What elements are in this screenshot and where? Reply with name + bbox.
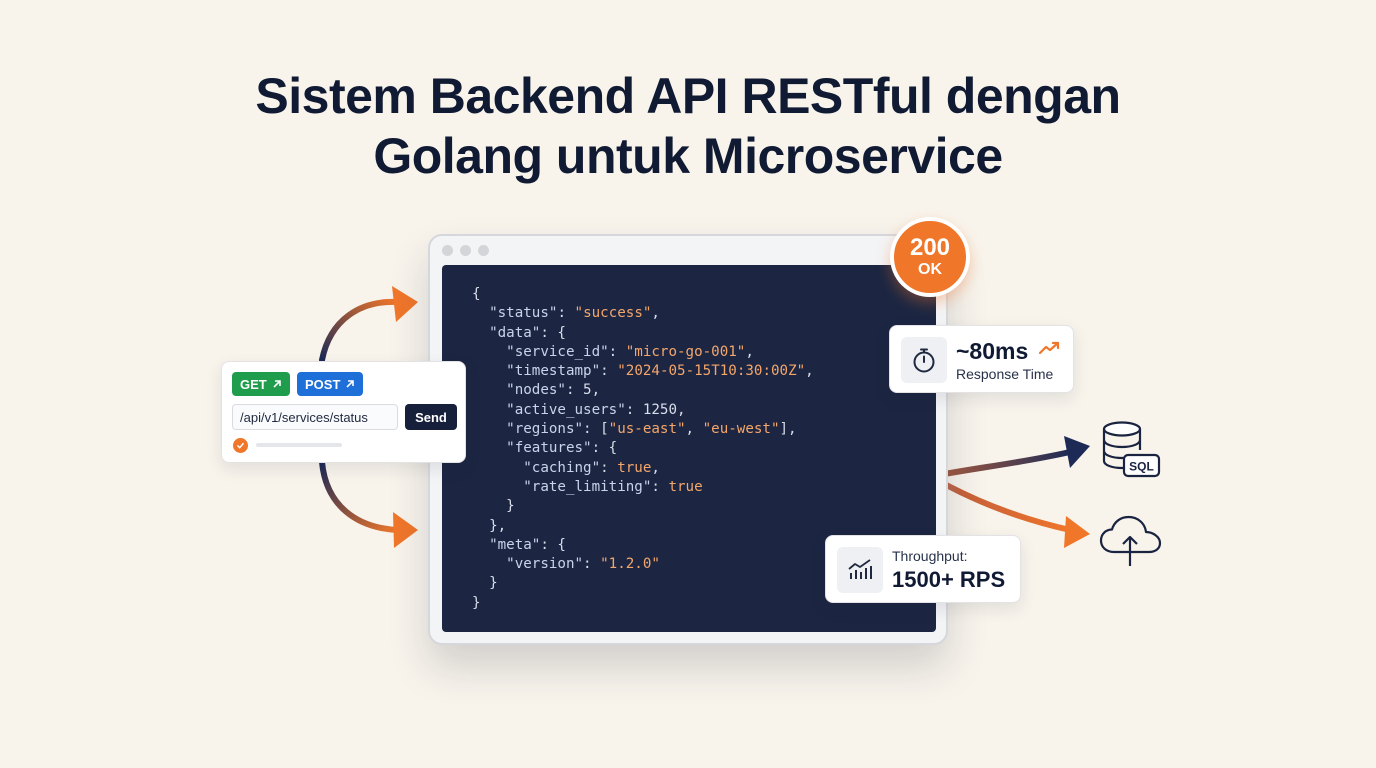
response-time-value: ~80ms: [956, 338, 1029, 364]
check-icon: [233, 438, 248, 453]
code-line: "nodes": 5,: [506, 382, 601, 399]
status-code: 200: [909, 234, 951, 261]
database-label: SQL: [1129, 460, 1154, 474]
stopwatch-icon: [901, 337, 947, 383]
request-arrow-upper-head: [392, 286, 418, 322]
code-line: "features": {: [506, 440, 618, 457]
code-line: }: [472, 594, 481, 611]
request-progress-bar: [256, 443, 342, 447]
window-dot-3[interactable]: [478, 245, 489, 256]
code-line: }: [472, 575, 498, 592]
json-code: { "status": "success", "data": { "servic…: [472, 285, 814, 613]
title-line-1: Sistem Backend API RESTful dengan: [255, 68, 1121, 124]
throughput-label: Throughput:: [892, 548, 968, 564]
throughput-card: Throughput: 1500+ RPS: [825, 535, 1021, 603]
get-method-label: GET: [240, 376, 267, 392]
page-title: Sistem Backend API RESTful dengan Golang…: [0, 66, 1376, 186]
response-time-card: ~80ms Response Time: [889, 325, 1074, 393]
cloud-upload-icon: [1098, 512, 1164, 575]
code-line: "status": "success",: [489, 305, 660, 322]
code-line: "timestamp": "2024-05-15T10:30:00Z",: [506, 363, 814, 380]
arrow-up-right-icon: [273, 380, 281, 388]
status-text: OK: [918, 261, 942, 278]
code-line: "data": {: [489, 324, 566, 341]
title-line-2: Golang untuk Microservice: [373, 128, 1003, 184]
code-line: "regions": ["us-east", "eu-west"],: [506, 421, 797, 438]
window-controls: [442, 245, 489, 256]
throughput-value: 1500+ RPS: [892, 567, 1006, 592]
code-line: "active_users": 1250,: [506, 401, 686, 418]
window-dot-2[interactable]: [460, 245, 471, 256]
chart-icon: [837, 547, 883, 593]
code-line: "service_id": "micro-go-001",: [506, 343, 754, 360]
request-arrow-upper: [319, 298, 401, 363]
status-badge: 200 OK: [890, 217, 970, 297]
window-dot-1[interactable]: [442, 245, 453, 256]
api-client-card: GET POST Send: [221, 361, 466, 463]
request-arrow-lower: [319, 459, 401, 533]
request-arrow-lower-head: [393, 512, 418, 548]
post-method-button[interactable]: POST: [297, 372, 364, 396]
send-button[interactable]: Send: [405, 404, 457, 430]
database-icon: SQL: [1100, 420, 1164, 485]
arrow-up-right-icon: [346, 380, 355, 388]
url-input[interactable]: [232, 404, 398, 430]
code-line: },: [472, 517, 507, 534]
code-line: "caching": true,: [523, 459, 660, 476]
code-line: }: [472, 498, 515, 515]
cloud-arrow-head: [1064, 516, 1090, 548]
code-line: {: [472, 286, 481, 302]
trend-up-icon: [1038, 340, 1062, 361]
db-arrow-head: [1064, 436, 1090, 468]
post-method-label: POST: [305, 376, 341, 392]
response-time-label: Response Time: [956, 366, 1054, 382]
code-line: "version": "1.2.0": [506, 556, 660, 573]
code-line: "meta": {: [489, 536, 566, 553]
code-line: "rate_limiting": true: [523, 478, 703, 495]
get-method-button[interactable]: GET: [232, 372, 290, 396]
